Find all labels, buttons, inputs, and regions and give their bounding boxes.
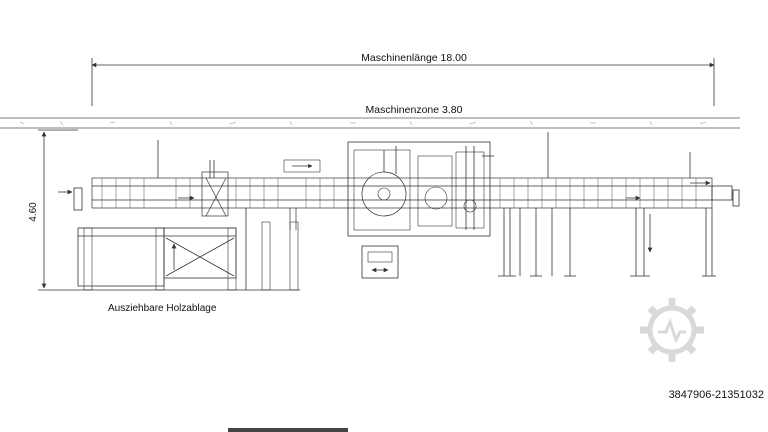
machine-length-label: Maschinenlänge 18.00	[361, 52, 467, 64]
listing-id: 3847906-21351032	[669, 389, 764, 401]
cropped-bottom-text	[228, 428, 348, 432]
height-dimension: 4.60	[28, 129, 78, 291]
control-panel	[361, 245, 399, 279]
wood-storage	[77, 208, 300, 291]
ground-strip	[0, 117, 740, 129]
height-label: 4.60	[28, 202, 39, 222]
machine-zone-label: Maschinenzone 3.80	[366, 104, 463, 116]
saw-unit	[347, 141, 494, 237]
outfeed-supports	[498, 208, 716, 277]
machine-length-dimension: Maschinenlänge 18.00	[91, 52, 715, 106]
infeed-unit	[201, 159, 321, 230]
conveyor-line	[58, 132, 740, 211]
gear-logo-icon	[640, 298, 704, 362]
wood-storage-label: Ausziehbare Holzablage	[108, 303, 217, 314]
